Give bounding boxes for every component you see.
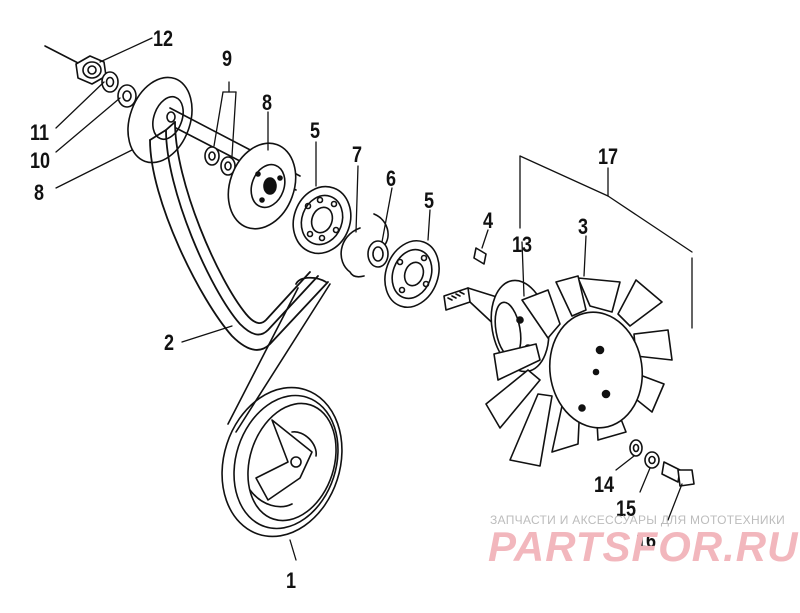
washer-14 xyxy=(629,439,643,457)
bearing-5-left xyxy=(292,185,352,255)
callout-4: 4 xyxy=(483,208,494,233)
lock-washer-11 xyxy=(101,71,119,93)
callout-3: 3 xyxy=(578,214,589,239)
callout-8: 8 xyxy=(262,90,273,115)
callout-9: 9 xyxy=(222,46,233,71)
snap-ring-7 xyxy=(340,227,365,278)
retaining-ring-6 xyxy=(367,240,389,268)
callout-17: 17 xyxy=(598,144,619,169)
callout-16: 16 xyxy=(636,528,657,553)
callout-15: 15 xyxy=(616,496,637,521)
drive-pulley-1 xyxy=(221,386,343,538)
callout-7: 7 xyxy=(352,142,363,167)
callout-5: 5 xyxy=(424,188,435,213)
callout-6: 6 xyxy=(386,166,397,191)
callout-5: 5 xyxy=(310,118,321,143)
snap-ring-7-upper xyxy=(373,213,389,247)
belt-guide-lines xyxy=(227,283,331,433)
sheave-half-inner-8 xyxy=(227,142,297,230)
callout-11: 11 xyxy=(30,120,50,145)
bolt-16 xyxy=(661,461,695,487)
callout-1: 1 xyxy=(286,568,297,593)
callout-13: 13 xyxy=(512,232,533,257)
sheave-half-outer-8 xyxy=(127,76,193,164)
washer-10 xyxy=(117,84,137,108)
spacer-washers-9 xyxy=(204,146,236,176)
woodruff-key-4 xyxy=(473,247,487,265)
watermark-tagline: ЗАПЧАСТИ И АКСЕССУАРЫ ДЛЯ МОТОТЕХНИКИ xyxy=(490,513,786,527)
shaft-axis-line xyxy=(44,45,81,65)
bearing-5-right xyxy=(384,240,440,308)
cooling-fan-3 xyxy=(485,275,673,467)
drive-belt-2 xyxy=(149,121,329,351)
leader-lines xyxy=(55,37,693,561)
callout-2: 2 xyxy=(164,330,175,355)
callout-12: 12 xyxy=(153,26,174,51)
callout-8: 8 xyxy=(34,180,45,205)
lock-washer-15 xyxy=(644,451,660,469)
callout-10: 10 xyxy=(30,148,51,173)
watermark-brand: PARTSFOR.RU xyxy=(488,523,799,570)
callout-14: 14 xyxy=(594,472,615,497)
